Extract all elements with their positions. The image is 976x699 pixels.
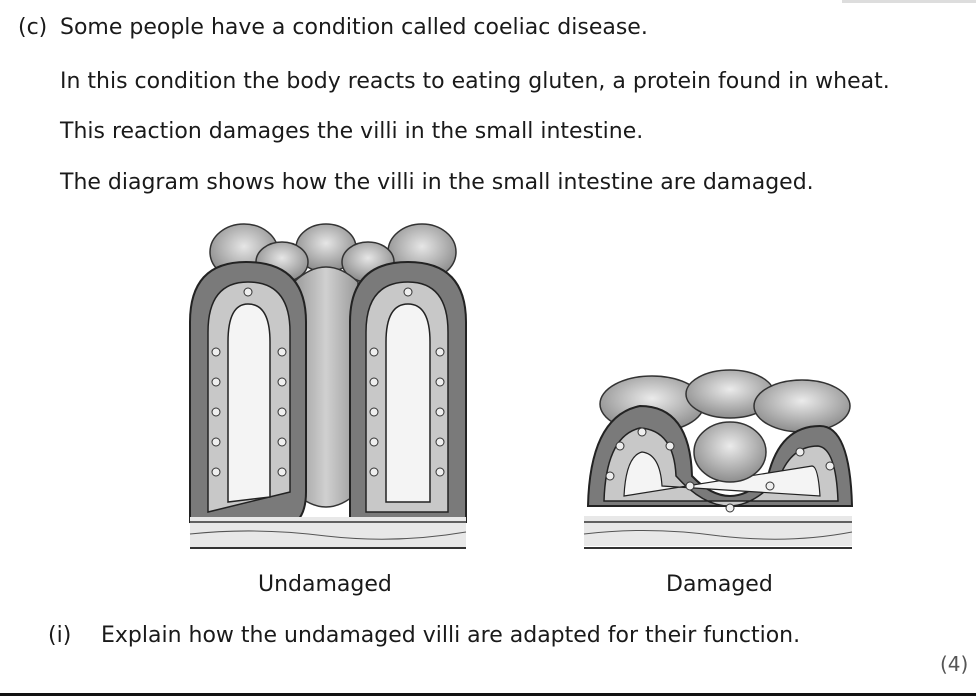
- undamaged-villi-diagram: [189, 223, 467, 549]
- scan-artifact: [842, 0, 976, 3]
- damaged-villi-diagram: [583, 369, 854, 549]
- bottom-rule: [0, 693, 976, 696]
- undamaged-caption: Undamaged: [258, 572, 392, 597]
- question-paragraph-2: This reaction damages the villi in the s…: [60, 119, 644, 144]
- question-paragraph-3: The diagram shows how the villi in the s…: [60, 170, 814, 195]
- question-part-label: (c): [18, 15, 48, 40]
- question-intro: Some people have a condition called coel…: [60, 15, 648, 40]
- question-paragraph-1: In this condition the body reacts to eat…: [60, 69, 890, 94]
- subquestion-label: (i): [48, 623, 72, 648]
- damaged-caption: Damaged: [666, 572, 773, 597]
- marks-available: (4): [940, 652, 969, 676]
- subquestion-text: Explain how the undamaged villi are adap…: [101, 623, 801, 648]
